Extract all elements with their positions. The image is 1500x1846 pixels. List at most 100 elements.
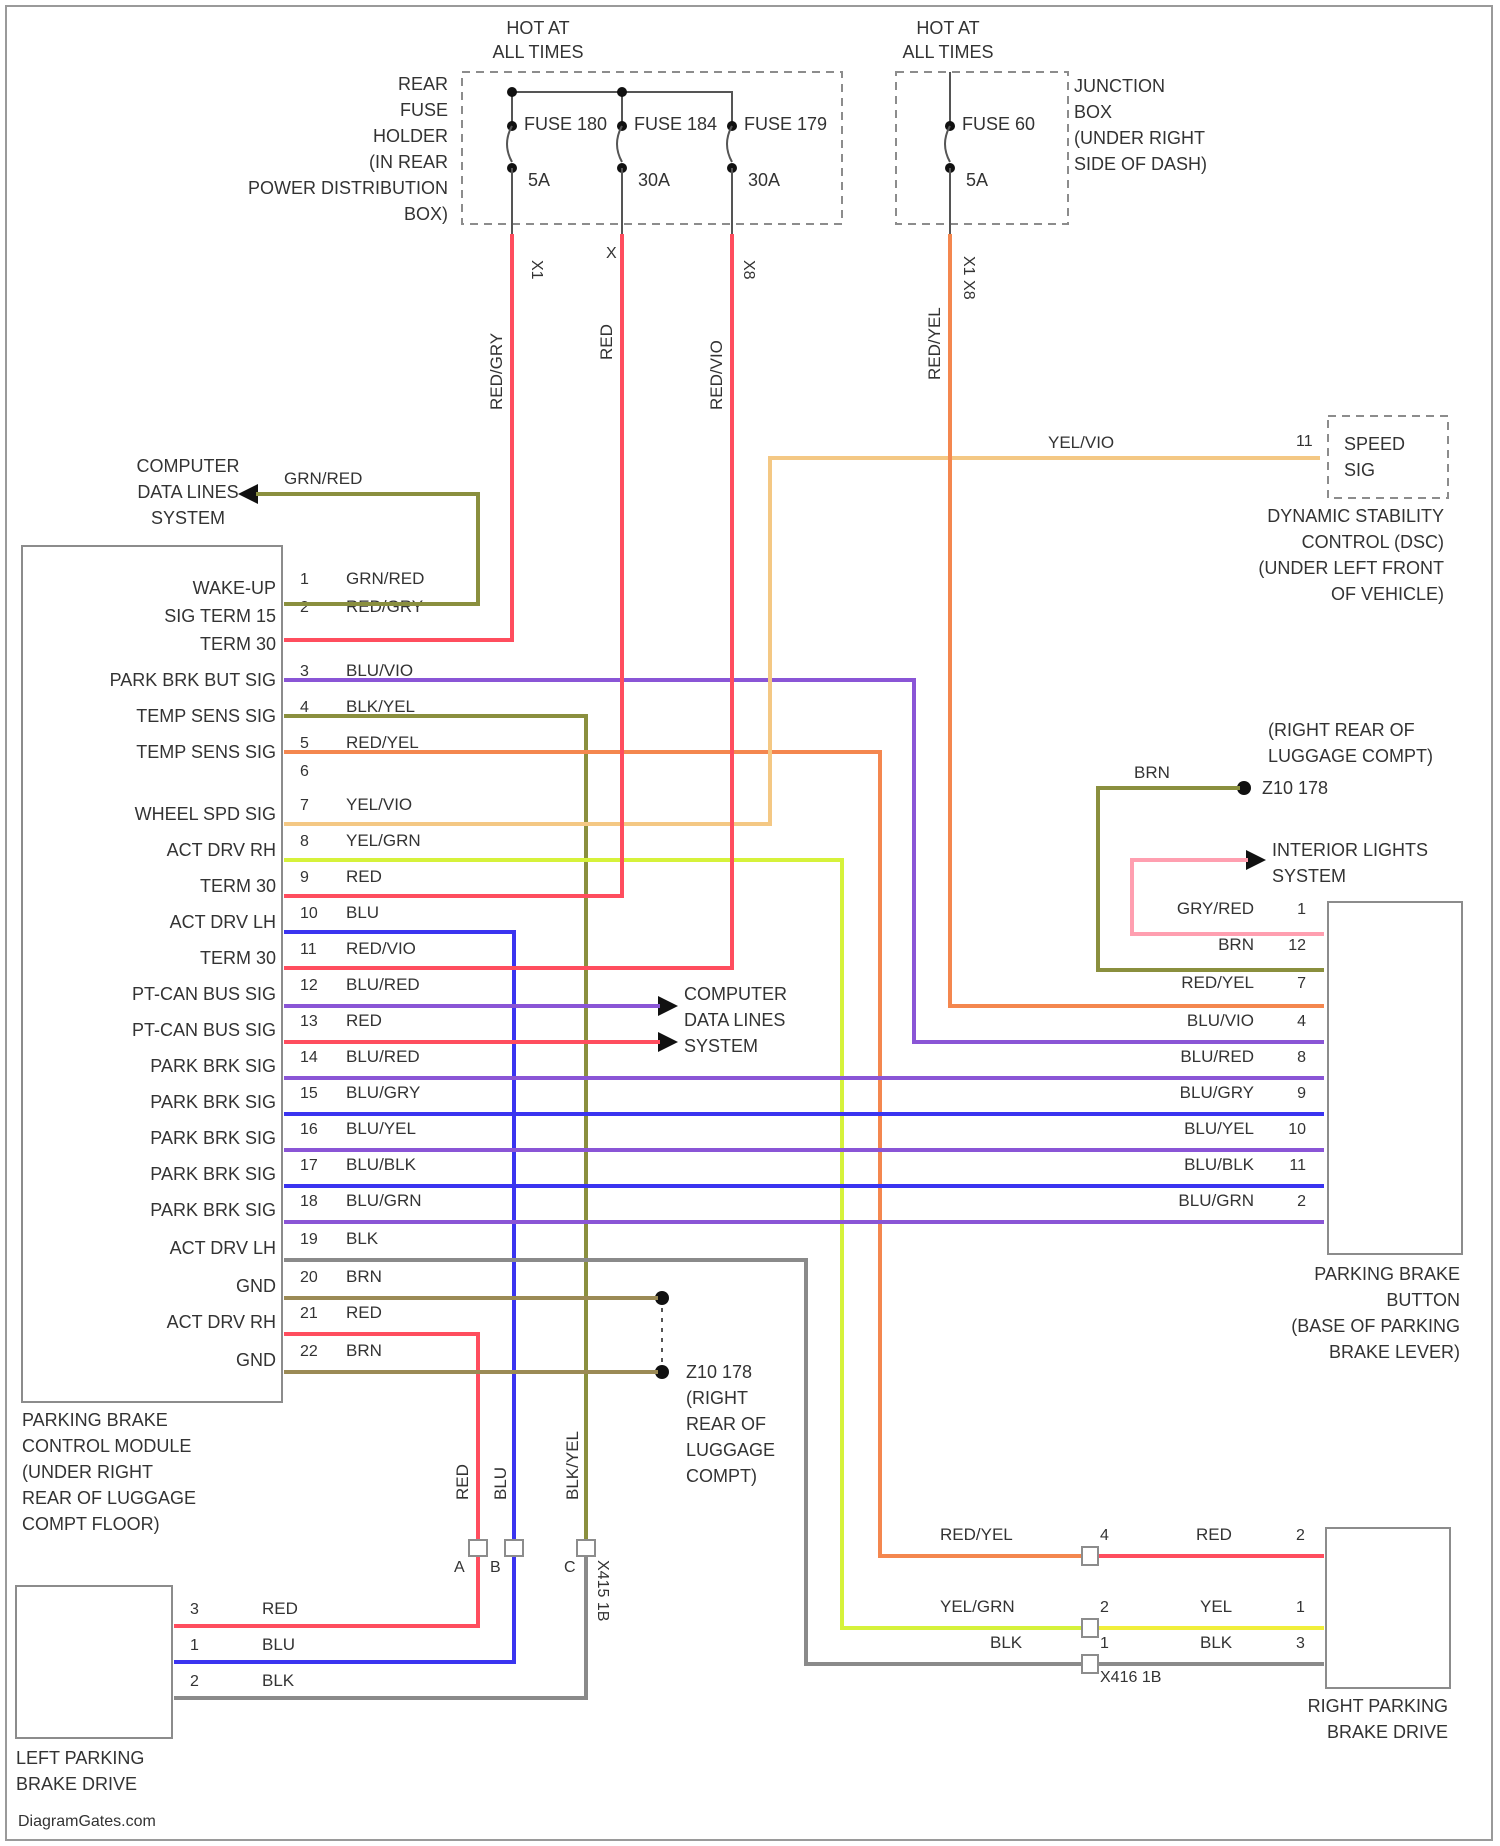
button-pin-wire: BLU/GRY bbox=[1180, 1083, 1254, 1102]
module-pin-wire: BLK/YEL bbox=[346, 697, 415, 716]
pin-number: 1 bbox=[1296, 1599, 1305, 1616]
wire-red-yel-temp-sens bbox=[286, 752, 1090, 1556]
rear-fuse-holder: HOT AT ALL TIMES REAR FUSE HOLDER (IN RE… bbox=[248, 18, 842, 280]
fuse-rating: 5A bbox=[966, 170, 988, 190]
module-pin-wire: YEL/GRN bbox=[346, 831, 421, 850]
rear-fuse-label: (IN REAR bbox=[369, 152, 448, 172]
rear-fuse-label: POWER DISTRIBUTION bbox=[248, 178, 448, 198]
left-drive-label: LEFT PARKING bbox=[16, 1748, 144, 1768]
all-times-text: ALL TIMES bbox=[902, 42, 993, 62]
module-pin-number: 16 bbox=[300, 1121, 318, 1138]
button-pin-number: 1 bbox=[1297, 901, 1306, 918]
module-pin-signal: PARK BRK BUT SIG bbox=[110, 670, 276, 690]
button-pin-number: 4 bbox=[1297, 1013, 1306, 1030]
button-label: BRAKE LEVER) bbox=[1329, 1342, 1460, 1362]
module-pin-wire: RED/YEL bbox=[346, 733, 419, 752]
module-label: (UNDER RIGHT bbox=[22, 1462, 153, 1482]
fuse-name: FUSE 180 bbox=[524, 114, 607, 134]
connector-pin: A bbox=[454, 1559, 465, 1576]
module-pin-signal: PT-CAN BUS SIG bbox=[132, 984, 276, 1004]
ground-note: REAR OF bbox=[686, 1414, 766, 1434]
button-pin-wire: BLU/YEL bbox=[1184, 1119, 1254, 1138]
data-lines-mid: COMPUTER DATA LINES SYSTEM bbox=[658, 984, 787, 1056]
module-pin-number: 12 bbox=[300, 977, 318, 994]
fuse-name: FUSE 184 bbox=[634, 114, 717, 134]
module-pin-signal: PARK BRK SIG bbox=[150, 1092, 276, 1112]
button-label: BUTTON bbox=[1386, 1290, 1460, 1310]
dsc-label: OF VEHICLE) bbox=[1331, 584, 1444, 604]
connector-pin: C bbox=[564, 1559, 576, 1576]
footer-watermark: DiagramGates.com bbox=[18, 1813, 156, 1830]
fuse-60: FUSE 60 5A bbox=[945, 72, 1035, 236]
left-parking-brake-drive: LEFT PARKING BRAKE DRIVE 3 1 2 RED BLU B… bbox=[16, 1586, 298, 1794]
button-pin-number: 9 bbox=[1297, 1085, 1306, 1102]
pin-number: 2 bbox=[1296, 1527, 1305, 1544]
module-pin-signal: TERM 30 bbox=[200, 948, 276, 968]
module-pin-signal: GND bbox=[236, 1276, 276, 1296]
wire-label: RED/YEL bbox=[940, 1525, 1013, 1544]
ground-name: Z10 178 bbox=[686, 1362, 752, 1382]
arrow-icon bbox=[238, 484, 258, 504]
button-pin-wire: BLU/VIO bbox=[1187, 1011, 1254, 1030]
wire-label: RED bbox=[262, 1599, 298, 1618]
rear-fuse-label: BOX) bbox=[404, 204, 448, 224]
connector-terminal bbox=[1082, 1547, 1098, 1565]
button-pin-number: 8 bbox=[1297, 1049, 1306, 1066]
connector-terminal bbox=[577, 1540, 595, 1556]
ground-note: COMPT) bbox=[686, 1466, 757, 1486]
wire-red-yel-fuse60 bbox=[950, 236, 1322, 1006]
wire-label: RED bbox=[453, 1464, 472, 1500]
arrow-icon bbox=[658, 1032, 678, 1052]
data-lines-label: DATA LINES bbox=[684, 1010, 785, 1030]
wire-label: BRN bbox=[1134, 763, 1170, 782]
wire-red-term30-184 bbox=[286, 236, 622, 896]
module-pin-wire: BLU/RED bbox=[346, 975, 420, 994]
speed-sig-label: SPEED bbox=[1344, 434, 1405, 454]
connector-pin: B bbox=[490, 1559, 501, 1576]
module-pin-number: 5 bbox=[300, 735, 309, 752]
connector-terminal bbox=[469, 1540, 487, 1556]
module-pin-signal: ACT DRV LH bbox=[170, 912, 276, 932]
data-lines-label: COMPUTER bbox=[137, 456, 240, 476]
fuse-rating: 30A bbox=[748, 170, 780, 190]
button-label: PARKING BRAKE bbox=[1314, 1264, 1460, 1284]
wire-blk-left-drive bbox=[176, 1548, 586, 1698]
button-pin-number: 11 bbox=[1289, 1157, 1306, 1174]
junction-label: SIDE OF DASH) bbox=[1074, 154, 1207, 174]
dsc-label: CONTROL (DSC) bbox=[1302, 532, 1444, 552]
button-pin-number: 7 bbox=[1297, 975, 1306, 992]
speed-sig-label: SIG bbox=[1344, 460, 1375, 480]
wire-label: YEL/VIO bbox=[1048, 433, 1114, 452]
button-pin-wire: BLU/RED bbox=[1180, 1047, 1254, 1066]
module-pin-signal: PT-CAN BUS SIG bbox=[132, 1020, 276, 1040]
fuse-184: FUSE 184 30A bbox=[617, 87, 717, 236]
data-lines-label: DATA LINES bbox=[137, 482, 238, 502]
fuse-connector: X8 bbox=[740, 260, 757, 280]
hot-at-text: HOT AT bbox=[506, 18, 569, 38]
data-lines-label: COMPUTER bbox=[684, 984, 787, 1004]
module-pin-number: 9 bbox=[300, 869, 309, 886]
wire-label: YEL bbox=[1200, 1597, 1232, 1616]
module-pin-signal: WAKE-UP bbox=[193, 578, 276, 598]
module-pin-number: 10 bbox=[300, 905, 318, 922]
wire-label: RED/VIO bbox=[707, 340, 726, 410]
connector-terminal bbox=[1082, 1655, 1098, 1673]
wire-label: BLK bbox=[1200, 1633, 1233, 1652]
button-pin-wire: BLU/BLK bbox=[1184, 1155, 1255, 1174]
interior-lights-label: SYSTEM bbox=[1272, 866, 1346, 886]
module-pin-signal: ACT DRV RH bbox=[167, 840, 276, 860]
module-pin-wire: RED bbox=[346, 1303, 382, 1322]
module-pin-wire: BLK bbox=[346, 1229, 379, 1248]
left-drive-label: BRAKE DRIVE bbox=[16, 1774, 137, 1794]
fuse-179: FUSE 179 30A bbox=[727, 114, 827, 236]
module-pin-wire: GRN/RED bbox=[346, 569, 424, 588]
wire-label: RED/YEL bbox=[925, 307, 944, 380]
junction-label: BOX bbox=[1074, 102, 1112, 122]
module-pin-number: 21 bbox=[300, 1305, 318, 1322]
module-pin-wire: RED bbox=[346, 867, 382, 886]
button-label: (BASE OF PARKING bbox=[1291, 1316, 1460, 1336]
button-pin-wire: BLU/GRN bbox=[1178, 1191, 1254, 1210]
dsc-label: (UNDER LEFT FRONT bbox=[1258, 558, 1444, 578]
button-pin-list: 1GRY/RED12BRN7RED/YEL4BLU/VIO8BLU/RED9BL… bbox=[1177, 899, 1306, 1210]
fuse-connector: X1 X8 bbox=[960, 256, 977, 300]
